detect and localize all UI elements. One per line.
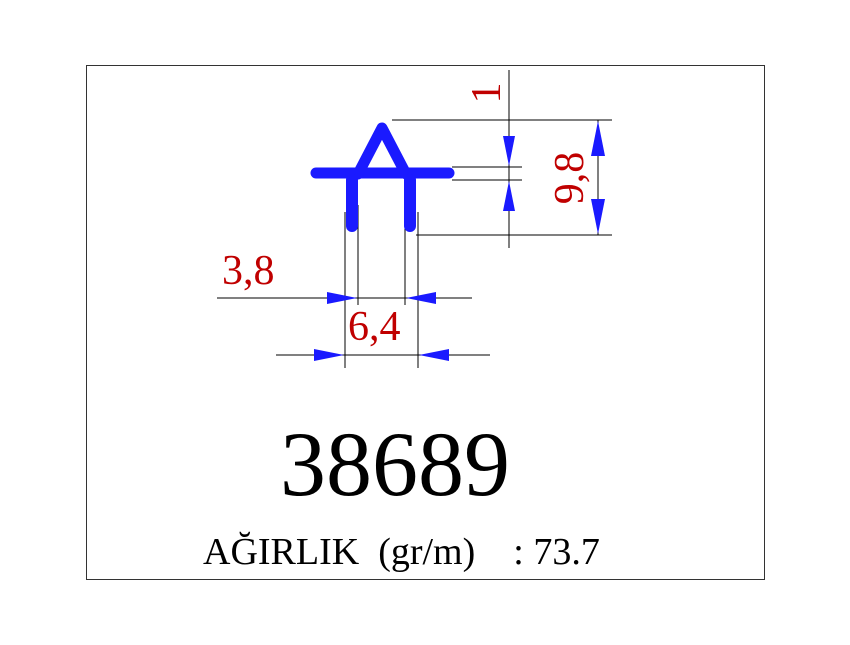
profile-shape — [310, 122, 455, 232]
profile-peak — [352, 122, 412, 180]
part-number: 38689 — [280, 413, 510, 515]
drawing-frame — [86, 65, 765, 580]
arrow-height-bottom — [591, 199, 605, 234]
dim-label-outer-width: 6,4 — [348, 304, 401, 350]
weight-row: AĞIRLIK (gr/m) : 73.7 — [203, 533, 600, 571]
arrow-inner-width-right — [406, 292, 436, 304]
arrow-thickness-up — [503, 181, 515, 211]
arrow-inner-width-left — [327, 292, 357, 304]
weight-separator: : — [513, 531, 524, 573]
dimension-arrows — [314, 121, 605, 361]
weight-label: AĞIRLIK (gr/m) — [203, 531, 476, 573]
dim-label-inner-width: 3,8 — [222, 248, 275, 294]
arrow-thickness-down — [503, 136, 515, 166]
dim-label-thickness: 1 — [464, 83, 510, 104]
dimension-lines — [217, 70, 612, 368]
arrow-height-top — [591, 121, 605, 156]
dim-label-height: 9,8 — [547, 152, 593, 205]
weight-value: 73.7 — [533, 531, 600, 573]
arrow-outer-width-right — [419, 349, 449, 361]
arrow-outer-width-left — [314, 349, 344, 361]
